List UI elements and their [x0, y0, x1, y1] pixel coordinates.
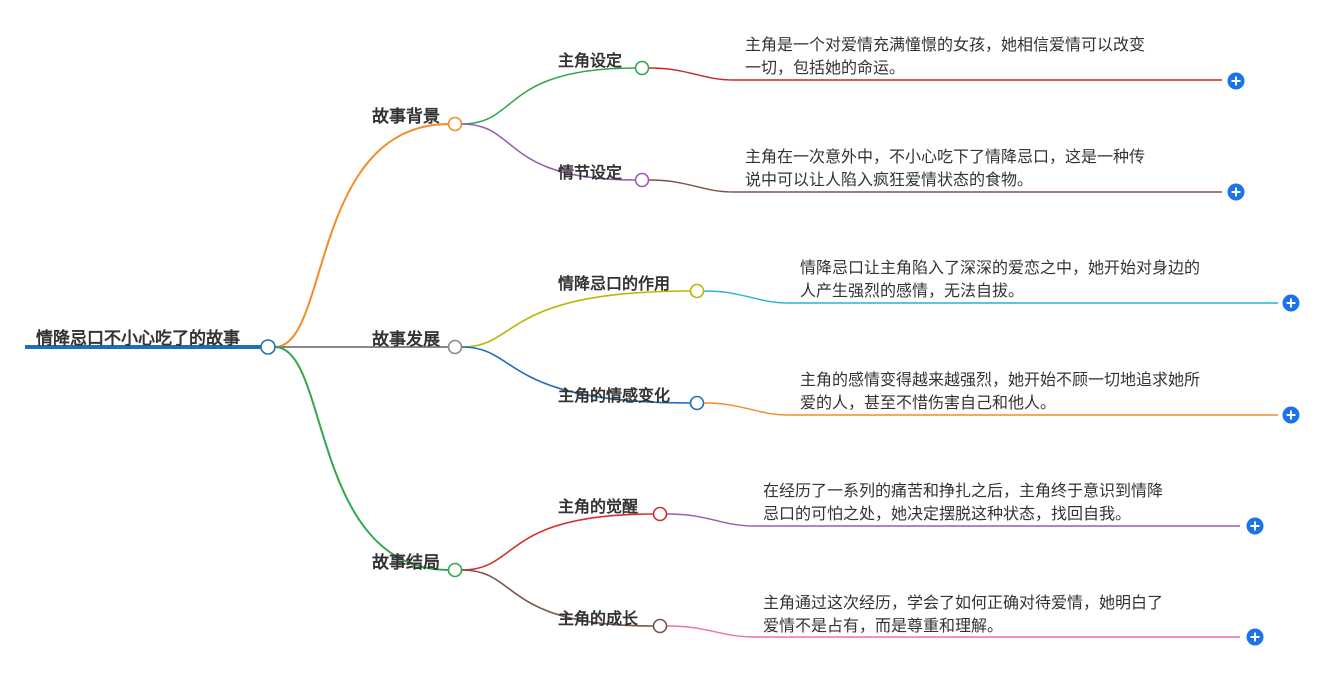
growth-node-dot[interactable] — [652, 618, 668, 634]
topic-story-background[interactable]: 故事背景 — [372, 107, 440, 127]
topic-effect-of-taboo[interactable]: 情降忌口的作用 — [558, 274, 671, 293]
edge-awake-leaf — [666, 513, 1240, 527]
leaf-line: 人产生强烈的感情，无法自拔。 — [800, 281, 1025, 300]
leaf-text-protagonist: 主角是一个对爱情充满憧憬的女孩，她相信爱情可以改变 一切，包括她的命运。 — [745, 33, 1145, 79]
expand-plus-icon[interactable] — [1246, 628, 1264, 646]
leaf-text-effect: 情降忌口让主角陷入了深深的爱恋之中，她开始对身边的 人产生强烈的感情，无法自拔。 — [800, 256, 1200, 302]
awake-node-dot[interactable] — [652, 506, 668, 522]
edge-plot-leaf — [648, 179, 1222, 193]
edge-root-end — [274, 346, 450, 571]
topic-emotional-change[interactable]: 主角的情感变化 — [558, 386, 671, 405]
edge-growth-leaf — [666, 625, 1240, 638]
expand-plus-icon[interactable] — [1282, 406, 1300, 424]
expand-plus-icon[interactable] — [1227, 183, 1245, 201]
leaf-text-awakening: 在经历了一系列的痛苦和挣扎之后，主角终于意识到情降 忌口的可怕之处，她决定摆脱这… — [763, 479, 1163, 525]
expand-plus-icon[interactable] — [1282, 294, 1300, 312]
leaf-line: 爱情不是占有，而是尊重和理解。 — [763, 616, 1004, 635]
leaf-text-growth: 主角通过这次经历，学会了如何正确对待爱情，她明白了 爱情不是占有，而是尊重和理解… — [763, 591, 1163, 637]
edge-root-bg — [274, 123, 450, 348]
expand-plus-icon[interactable] — [1246, 517, 1264, 535]
topic-story-development[interactable]: 故事发展 — [372, 330, 440, 350]
edge-bg-plot — [461, 123, 637, 181]
leaf-line: 主角是一个对爱情充满憧憬的女孩，她相信爱情可以改变 — [745, 35, 1146, 54]
root-topic[interactable]: 情降忌口不小心吃了的故事 — [36, 329, 240, 349]
role-node-dot[interactable] — [634, 60, 650, 76]
leaf-line: 情降忌口让主角陷入了深深的爱恋之中，她开始对身边的 — [800, 258, 1201, 277]
leaf-line: 一切，包括她的命运。 — [745, 58, 906, 77]
leaf-line: 主角的感情变得越来越强烈，她开始不顾一切地追求她所 — [800, 370, 1201, 389]
root-node-dot[interactable] — [260, 339, 276, 355]
topic-story-ending[interactable]: 故事结局 — [372, 553, 440, 573]
leaf-line: 主角在一次意外中，不小心吃下了情降忌口，这是一种传 — [745, 147, 1146, 166]
topic-growth[interactable]: 主角的成长 — [558, 609, 639, 628]
leaf-text-plot: 主角在一次意外中，不小心吃下了情降忌口，这是一种传 说中可以让人陷入疯狂爱情状态… — [745, 145, 1145, 191]
topic-plot-setting[interactable]: 情节设定 — [558, 163, 623, 182]
edge-emotion-leaf — [703, 402, 1278, 416]
leaf-line: 说中可以让人陷入疯狂爱情状态的食物。 — [745, 170, 1034, 189]
plot-node-dot[interactable] — [634, 172, 650, 188]
effect-node-dot[interactable] — [689, 283, 705, 299]
edge-role-leaf — [648, 67, 1222, 81]
leaf-line: 爱的人，甚至不惜伤害自己和他人。 — [800, 393, 1057, 412]
edge-dev-effect — [461, 290, 692, 348]
edge-end-growth — [461, 569, 655, 627]
leaf-text-emotion: 主角的感情变得越来越强烈，她开始不顾一切地追求她所 爱的人，甚至不惜伤害自己和他… — [800, 368, 1200, 414]
edge-dev-emotion — [461, 346, 692, 404]
edge-bg-role — [461, 67, 637, 125]
leaf-line: 主角通过这次经历，学会了如何正确对待爱情，她明白了 — [763, 593, 1164, 612]
edge-effect-leaf — [703, 290, 1278, 304]
emotion-node-dot[interactable] — [689, 395, 705, 411]
dev-node-dot[interactable] — [447, 339, 463, 355]
expand-plus-icon[interactable] — [1227, 72, 1245, 90]
leaf-line: 在经历了一系列的痛苦和挣扎之后，主角终于意识到情降 — [763, 481, 1164, 500]
topic-protagonist-setting[interactable]: 主角设定 — [558, 51, 623, 70]
edge-end-awake — [461, 513, 655, 571]
end-node-dot[interactable] — [447, 562, 463, 578]
topic-awakening[interactable]: 主角的觉醒 — [558, 497, 639, 516]
bg-node-dot[interactable] — [447, 116, 463, 132]
leaf-line: 忌口的可怕之处，她决定摆脱这种状态，找回自我。 — [763, 504, 1132, 523]
